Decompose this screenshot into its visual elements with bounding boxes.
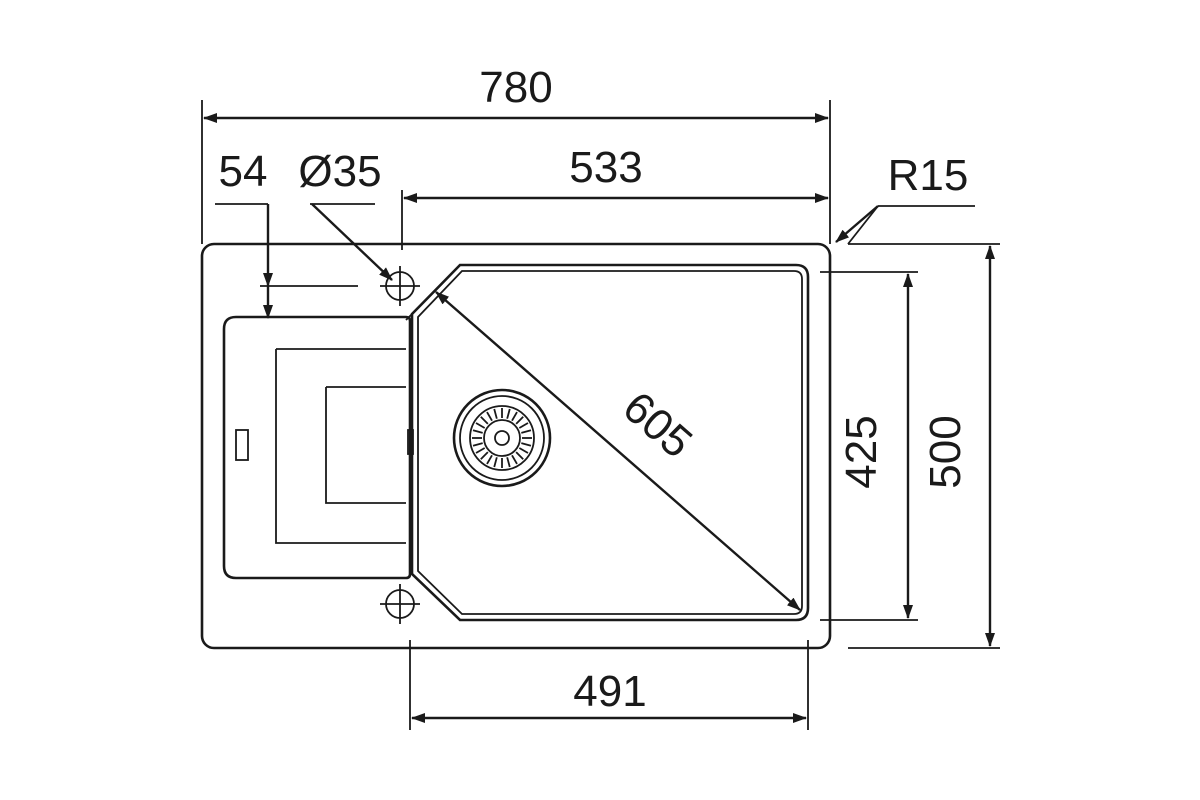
- strainer-slot: [506, 408, 511, 419]
- tap-diameter-label: Ø35: [298, 147, 381, 196]
- strainer-slot: [493, 457, 498, 468]
- strainer-slot: [511, 411, 518, 422]
- strainer-slot: [475, 422, 486, 429]
- strainer-slot: [472, 442, 483, 447]
- overall-width-label: 780: [479, 63, 552, 112]
- tap-hole-bottom-icon: [380, 584, 420, 624]
- bowl-width-bottom-label: 491: [573, 667, 646, 716]
- bowl-depth-label: 425: [837, 415, 886, 488]
- strainer-slot: [521, 429, 532, 434]
- tap-offset-label: 54: [219, 147, 268, 196]
- strainer-slot: [493, 408, 498, 419]
- strainer-slot: [480, 416, 489, 425]
- diagonal-label: 605: [614, 382, 702, 467]
- overflow-icon: [407, 429, 414, 455]
- strainer-slot: [518, 447, 529, 454]
- corner-radius-label: R15: [888, 151, 969, 200]
- strainer-slot: [515, 416, 524, 425]
- strainer-slot: [511, 454, 518, 465]
- strainer-slot: [472, 429, 483, 434]
- strainer-slot: [518, 422, 529, 429]
- strainer-slot: [521, 442, 532, 447]
- extension-lines: [201, 100, 1000, 730]
- strainer-slot: [486, 454, 493, 465]
- strainer-slot: [480, 451, 489, 460]
- strainer-slot: [506, 457, 511, 468]
- overall-depth-label: 500: [921, 415, 970, 488]
- sink-outline: [200, 242, 832, 650]
- drainer-board: [222, 315, 412, 580]
- strainer-slot: [486, 411, 493, 422]
- drain-strainer-icon: [452, 388, 552, 488]
- bowl-width-top-label: 533: [569, 143, 642, 192]
- dimension-lines: [203, 113, 995, 723]
- tap-hole-top-icon: [380, 266, 420, 306]
- dimension-labels: 780 533 54 Ø35 R15 605 425 500 491: [219, 63, 970, 716]
- strainer-slot: [515, 451, 524, 460]
- strainer-slot: [475, 447, 486, 454]
- sink-bowl: [405, 263, 810, 622]
